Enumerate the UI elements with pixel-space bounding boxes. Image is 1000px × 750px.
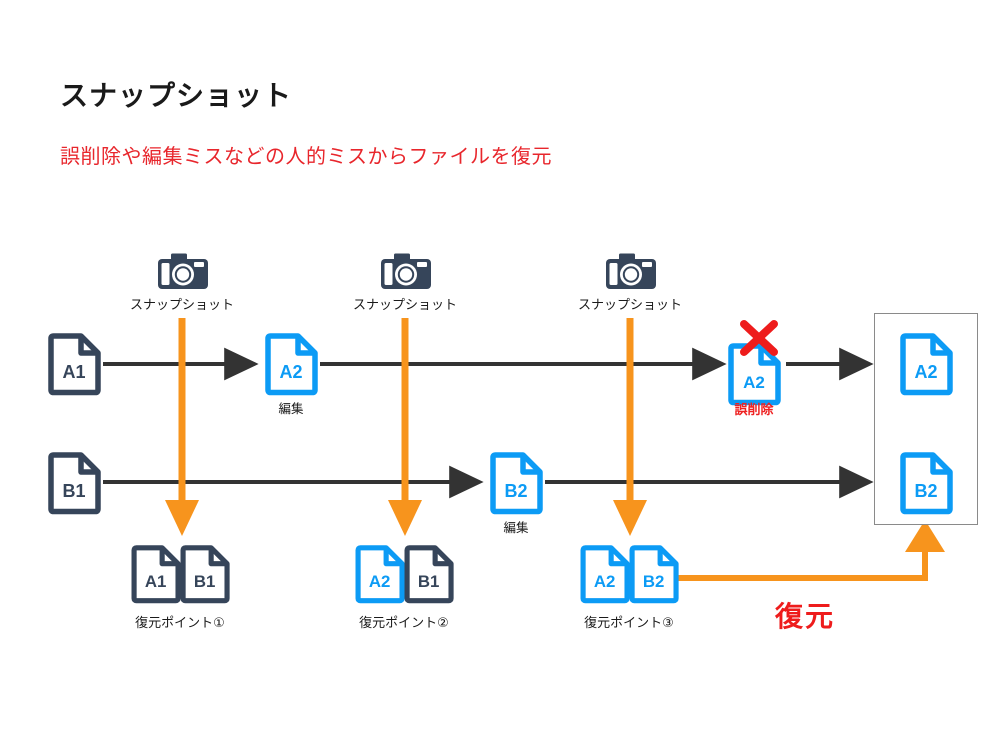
- file-icon: B2: [629, 545, 679, 604]
- file-icon: B2: [490, 452, 543, 515]
- red-x-icon: [740, 320, 778, 356]
- file-label: B2: [643, 572, 665, 591]
- file-label: A2: [279, 362, 302, 382]
- file-b2-edited[interactable]: B2: [490, 452, 545, 515]
- delete-label: 誤削除: [734, 402, 774, 417]
- file-label: A2: [369, 572, 391, 591]
- file-label: B2: [504, 481, 527, 501]
- file-icon: A1: [131, 545, 181, 604]
- edit-label-a: 編集: [278, 402, 304, 416]
- file-label: B1: [194, 572, 216, 591]
- restore-point-2-file-1[interactable]: A2: [355, 545, 407, 604]
- snapshot-node-1[interactable]: [158, 253, 208, 296]
- file-a2-edited[interactable]: A2: [265, 333, 320, 396]
- restore-point-1-label: 復元ポイント①: [135, 615, 225, 630]
- file-icon: A2: [900, 333, 953, 396]
- camera-icon: [158, 253, 208, 289]
- file-icon: B2: [900, 452, 953, 515]
- file-b1-start[interactable]: B1: [48, 452, 103, 515]
- snapshot-label-1: スナップショット: [129, 297, 235, 312]
- file-a1-start[interactable]: A1: [48, 333, 103, 396]
- restore-point-1-file-2[interactable]: B1: [180, 545, 232, 604]
- snapshot-node-2[interactable]: [381, 253, 431, 296]
- restore-point-3-label: 復元ポイント③: [584, 615, 674, 630]
- file-label: A1: [145, 572, 167, 591]
- snapshot-label-3: スナップショット: [577, 297, 683, 312]
- result-file-b2[interactable]: B2: [900, 452, 955, 515]
- snapshot-arrow-3: [613, 318, 647, 536]
- delete-marker: [738, 318, 780, 358]
- restore-arrow: [676, 520, 945, 581]
- file-icon: A2: [728, 343, 781, 406]
- file-label: A2: [914, 362, 937, 382]
- restore-point-3-file-2[interactable]: B2: [629, 545, 681, 604]
- file-label: A2: [594, 572, 616, 591]
- file-label: A2: [743, 373, 765, 392]
- camera-icon: [381, 253, 431, 289]
- snapshot-arrow-1: [165, 318, 199, 536]
- camera-icon: [606, 253, 656, 289]
- file-icon: A2: [580, 545, 630, 604]
- file-icon: A1: [48, 333, 101, 396]
- file-label: B1: [418, 572, 440, 591]
- restore-action-label: 復元: [774, 601, 836, 632]
- restore-point-3-file-1[interactable]: A2: [580, 545, 632, 604]
- snapshot-arrow-2: [388, 318, 422, 536]
- edit-label-b: 編集: [503, 521, 529, 535]
- file-label: B1: [62, 481, 85, 501]
- restore-point-1-file-1[interactable]: A1: [131, 545, 183, 604]
- file-icon: B1: [48, 452, 101, 515]
- file-icon: B1: [180, 545, 230, 604]
- page-title: スナップショット: [60, 80, 293, 111]
- result-file-a2[interactable]: A2: [900, 333, 955, 396]
- restore-point-2-label: 復元ポイント②: [359, 615, 449, 630]
- file-icon: B1: [404, 545, 454, 604]
- file-icon: A2: [355, 545, 405, 604]
- file-icon: A2: [265, 333, 318, 396]
- snapshot-label-2: スナップショット: [352, 297, 458, 312]
- file-label: A1: [62, 362, 85, 382]
- snapshot-node-3[interactable]: [606, 253, 656, 296]
- restore-point-2-file-2[interactable]: B1: [404, 545, 456, 604]
- page-subtitle: 誤削除や編集ミスなどの人的ミスからファイルを復元: [60, 146, 552, 168]
- file-a2-deleted[interactable]: A2: [728, 343, 786, 406]
- file-label: B2: [914, 481, 937, 501]
